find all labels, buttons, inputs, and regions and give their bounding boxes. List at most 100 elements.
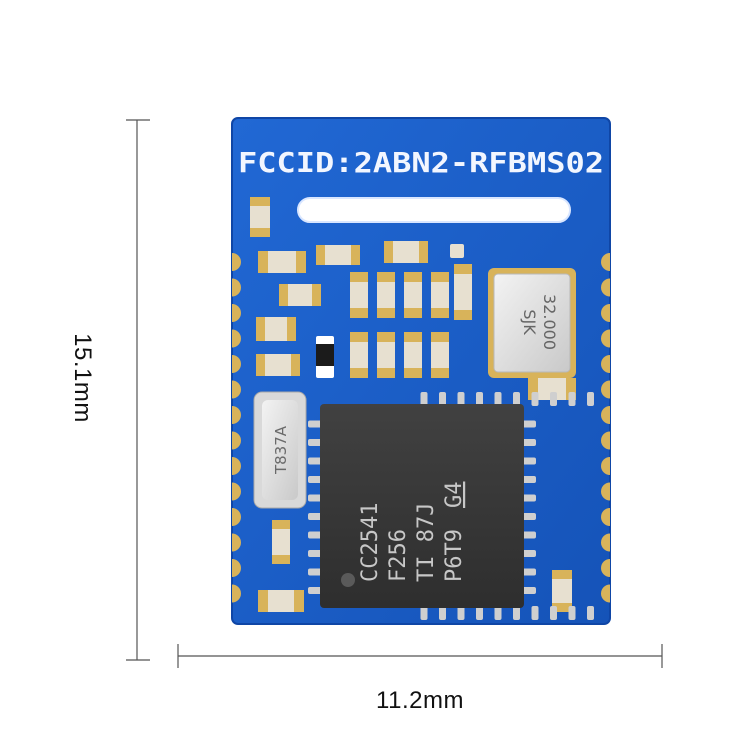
width-dimension-line bbox=[177, 644, 663, 668]
edge-pad bbox=[232, 431, 241, 450]
edge-pad bbox=[232, 482, 241, 501]
chip-pin bbox=[522, 439, 536, 446]
edge-pad bbox=[601, 482, 610, 501]
chip-pins bbox=[308, 392, 594, 620]
chip-pin bbox=[308, 587, 322, 594]
chip-pin bbox=[522, 531, 536, 539]
chip-pin bbox=[308, 494, 322, 502]
chip-pin bbox=[550, 606, 557, 620]
edge-pad bbox=[601, 355, 610, 373]
crystal-large-marking-2: 32.000 bbox=[540, 294, 559, 350]
smd-capacitor bbox=[377, 332, 395, 378]
edge-pad bbox=[601, 559, 610, 577]
chip-marking-line-3: TI 87J bbox=[414, 503, 439, 582]
edge-pad bbox=[601, 508, 610, 526]
chip-pin1-dot bbox=[341, 573, 355, 587]
chip-pin bbox=[513, 392, 520, 406]
edge-pad bbox=[601, 278, 610, 297]
smd-capacitor bbox=[552, 570, 572, 612]
smd-capacitor bbox=[404, 332, 422, 378]
chip-pin bbox=[522, 457, 536, 465]
chip-pin bbox=[308, 550, 322, 557]
edge-pad bbox=[232, 304, 241, 322]
edge-pad bbox=[601, 457, 610, 475]
smd-capacitor bbox=[279, 284, 321, 306]
chip-pin bbox=[568, 606, 576, 620]
left-edge-pads bbox=[232, 253, 241, 603]
smd-components bbox=[250, 197, 576, 612]
chip-pin bbox=[308, 457, 322, 465]
capacitor-array bbox=[350, 272, 449, 378]
edge-pad bbox=[601, 431, 610, 450]
smd-diode bbox=[316, 336, 334, 378]
chip-pin bbox=[308, 513, 322, 520]
smd-resistor bbox=[272, 520, 290, 564]
edge-pad bbox=[232, 508, 241, 526]
chip-marking-suffix: G4 bbox=[442, 482, 467, 509]
chip-pin bbox=[550, 392, 557, 406]
chip-marking: CC2541 F256 TI 87J P6T9 G4 bbox=[358, 482, 467, 583]
chip-pin bbox=[308, 420, 322, 428]
chip-marking-line-4: P6T9 bbox=[442, 529, 467, 582]
smd-capacitor bbox=[431, 272, 449, 318]
chip-body bbox=[320, 404, 524, 608]
edge-pad bbox=[601, 380, 610, 399]
edge-pad bbox=[232, 380, 241, 399]
chip-pin bbox=[439, 392, 446, 406]
smd-capacitor bbox=[316, 245, 360, 265]
smd-capacitor bbox=[258, 251, 306, 273]
chip-pin bbox=[522, 476, 536, 483]
smd-capacitor bbox=[258, 590, 304, 612]
smd-capacitor bbox=[256, 317, 296, 341]
chip-pin bbox=[308, 476, 322, 483]
height-dimension-line bbox=[126, 119, 150, 661]
chip-pin bbox=[522, 513, 536, 520]
chip-pin bbox=[457, 606, 465, 620]
chip-pin bbox=[476, 392, 483, 406]
chip-pin bbox=[420, 606, 428, 620]
smd-capacitor bbox=[256, 354, 300, 376]
edge-pad bbox=[232, 584, 241, 603]
smd-capacitor bbox=[250, 197, 270, 237]
crystal-large-marking-1: SJK bbox=[520, 309, 539, 335]
chip-pin bbox=[522, 494, 536, 502]
chip-marking-line-1: CC2541 bbox=[358, 503, 383, 582]
edge-pad bbox=[232, 457, 241, 475]
edge-pad bbox=[601, 584, 610, 603]
chip-marking-line-2: F256 bbox=[386, 529, 411, 582]
crystal-oscillator-large: SJK 32.000 bbox=[488, 268, 576, 378]
chip-pin bbox=[439, 606, 446, 620]
edge-pad bbox=[232, 355, 241, 373]
height-dimension-label: 15.1mm bbox=[69, 333, 96, 423]
smd-capacitor bbox=[454, 264, 472, 320]
chip-pin bbox=[308, 531, 322, 539]
edge-pad bbox=[601, 406, 610, 424]
edge-pad bbox=[232, 406, 241, 424]
edge-pad bbox=[601, 533, 610, 552]
chip-pin bbox=[587, 606, 594, 620]
right-edge-pads bbox=[601, 253, 610, 603]
smd-capacitor bbox=[528, 378, 576, 400]
chip-pin bbox=[531, 392, 539, 406]
smd-capacitor bbox=[350, 332, 368, 378]
edge-pad bbox=[601, 304, 610, 322]
chip-pin bbox=[568, 392, 576, 406]
chip-pin bbox=[531, 606, 539, 620]
chip-pin bbox=[513, 606, 520, 620]
chip-pin bbox=[522, 420, 536, 428]
chip-pin bbox=[587, 392, 594, 406]
fcc-id-text: FCCID:2ABN2-RFBMS02 bbox=[238, 146, 604, 179]
smd-resistor bbox=[450, 244, 464, 258]
edge-pad bbox=[601, 329, 610, 348]
chip-pin bbox=[308, 568, 322, 576]
chip-pin bbox=[522, 568, 536, 576]
edge-pad bbox=[601, 253, 610, 271]
smd-capacitor bbox=[431, 332, 449, 378]
smd-capacitor bbox=[384, 241, 428, 263]
chip-pin bbox=[522, 550, 536, 557]
crystal-oscillator-small: T837A bbox=[253, 391, 307, 509]
edge-pad bbox=[232, 329, 241, 348]
smd-capacitor bbox=[350, 272, 368, 318]
chip-pin bbox=[494, 392, 502, 406]
